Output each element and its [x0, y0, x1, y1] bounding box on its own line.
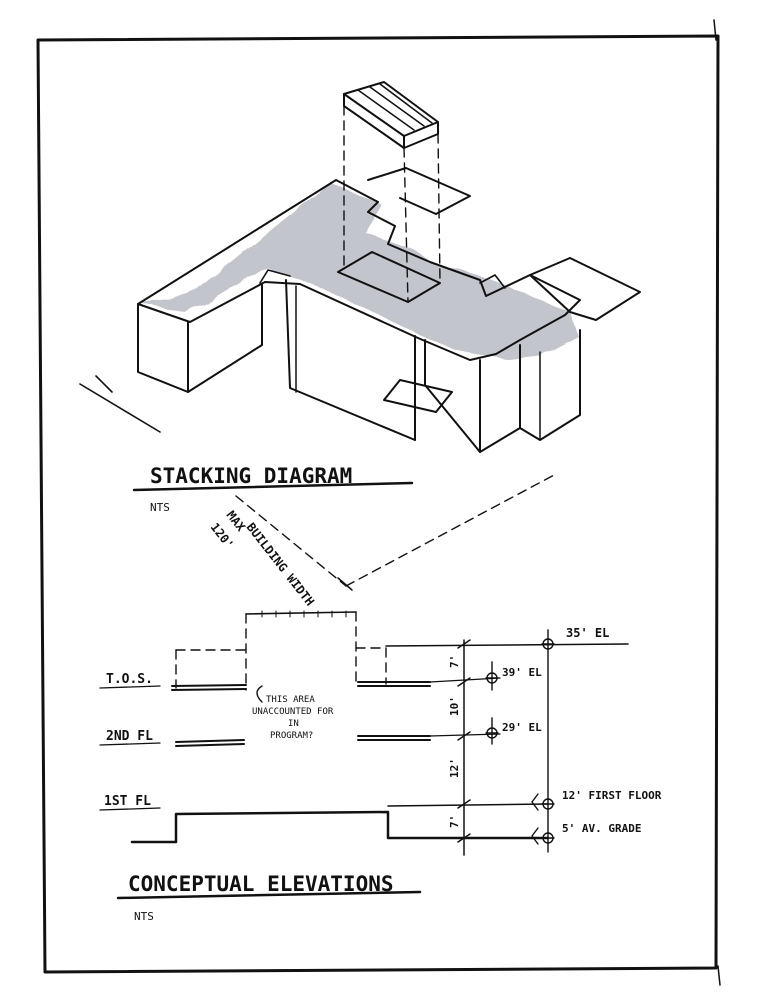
roof-line — [175, 647, 387, 651]
dim-10: 10' — [448, 696, 461, 716]
svg-text:THIS AREA: THIS AREA — [266, 695, 315, 705]
dim-7-bottom: 7' — [448, 815, 461, 828]
dim-7-top: 7' — [448, 655, 461, 668]
right-canopy — [529, 257, 641, 321]
elevation-markers — [485, 629, 555, 853]
conceptual-elevations: 7' 10' 12' 7' 35' EL 39' EL 29' EL — [99, 610, 662, 923]
elev-first-floor: 12' FIRST FLOOR — [562, 789, 662, 802]
stacking-title-underline — [132, 481, 414, 492]
svg-text:UNACCOUNTED FOR: UNACCOUNTED FOR — [252, 707, 334, 717]
level-second-floor: 2ND FL — [106, 729, 153, 744]
elev-grade: 5' AV. GRADE — [562, 822, 641, 835]
svg-text:PROGRAM?: PROGRAM? — [270, 731, 313, 741]
stacking-scale: NTS — [150, 501, 170, 514]
first-floor-profile — [130, 803, 550, 844]
stacking-diagram-title: STACKING DIAGRAM — [150, 464, 352, 488]
elevations-scale: NTS — [134, 910, 154, 923]
elevations-title: CONCEPTUAL ELEVATIONS — [128, 872, 394, 896]
elev-35: 35' EL — [566, 626, 609, 640]
elev-29: 29' EL — [502, 721, 542, 734]
sheet-border — [36, 19, 721, 986]
roof-outline — [137, 179, 581, 361]
upper-canopy — [367, 167, 471, 215]
tower-outline — [245, 610, 357, 691]
elev-39: 39' EL — [502, 666, 542, 679]
building-width-dimension — [79, 375, 557, 591]
stacking-diagram: MAX 120' BUILDING WIDTH STACKING DIAGRAM… — [79, 81, 641, 609]
stair-tower-roof — [343, 81, 439, 149]
unaccounted-area-note: THIS AREA UNACCOUNTED FOR IN PROGRAM? — [252, 685, 334, 741]
second-floor-slabs — [175, 733, 501, 747]
wall-right-wing — [424, 329, 581, 453]
wall-left-wing — [137, 284, 263, 393]
svg-text:IN: IN — [288, 719, 299, 729]
courtyard-opening — [337, 251, 441, 303]
elevation-35-line — [385, 643, 629, 647]
tos-slabs — [171, 677, 501, 691]
projection-lines — [343, 105, 441, 303]
level-tos: T.O.S. — [106, 672, 153, 687]
roof-shading — [138, 182, 578, 360]
elevations-title-underline — [116, 890, 422, 900]
width-note-building-width: BUILDING WIDTH — [244, 520, 317, 608]
dim-12: 12' — [448, 758, 461, 778]
level-first-floor: 1ST FL — [104, 794, 151, 809]
vertical-dimension: 7' 10' 12' 7' — [448, 639, 471, 856]
wall-central — [285, 279, 453, 441]
